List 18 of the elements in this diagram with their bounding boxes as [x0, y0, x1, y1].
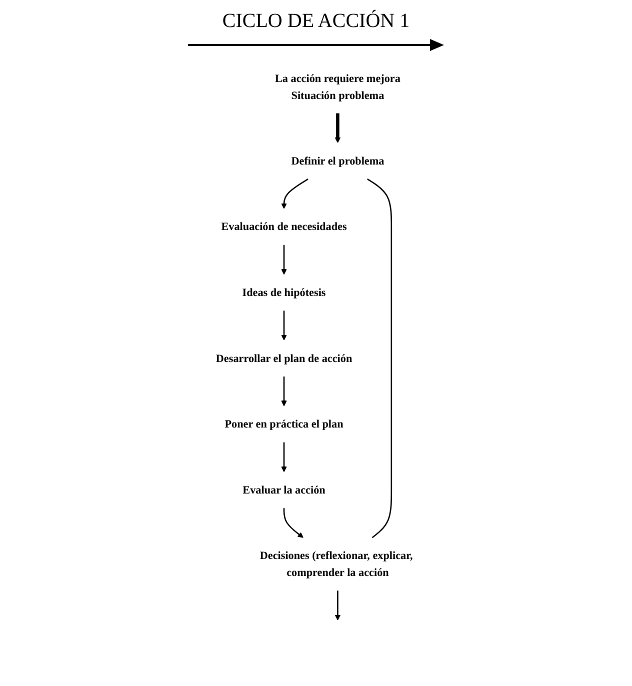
- node-text: Ideas de hipótesis: [242, 286, 326, 299]
- arrow: [281, 376, 287, 406]
- node-text: La acción requiere mejora Situación problema: [274, 72, 400, 102]
- diagram-title: CICLO DE ACCIÓN 1: [222, 10, 410, 33]
- connector: [366, 178, 392, 538]
- node-text: Poner en práctica el plan: [224, 418, 344, 430]
- arrow: [334, 590, 340, 620]
- arrow: [281, 244, 287, 275]
- node-text: Decisiones (reflexionar, explicar, comprender la acción: [260, 549, 413, 579]
- node-text: Evaluación de necesidades: [221, 220, 347, 233]
- node-text: Definir el problema: [291, 154, 384, 167]
- node-text: Evaluar la acción: [242, 484, 326, 496]
- arrow: [334, 113, 340, 143]
- arrow: [281, 178, 308, 209]
- arrow: [281, 310, 287, 340]
- node-text: Desarrollar el plan de acción: [216, 352, 352, 364]
- arrow: [281, 442, 287, 472]
- arrow: [283, 508, 304, 538]
